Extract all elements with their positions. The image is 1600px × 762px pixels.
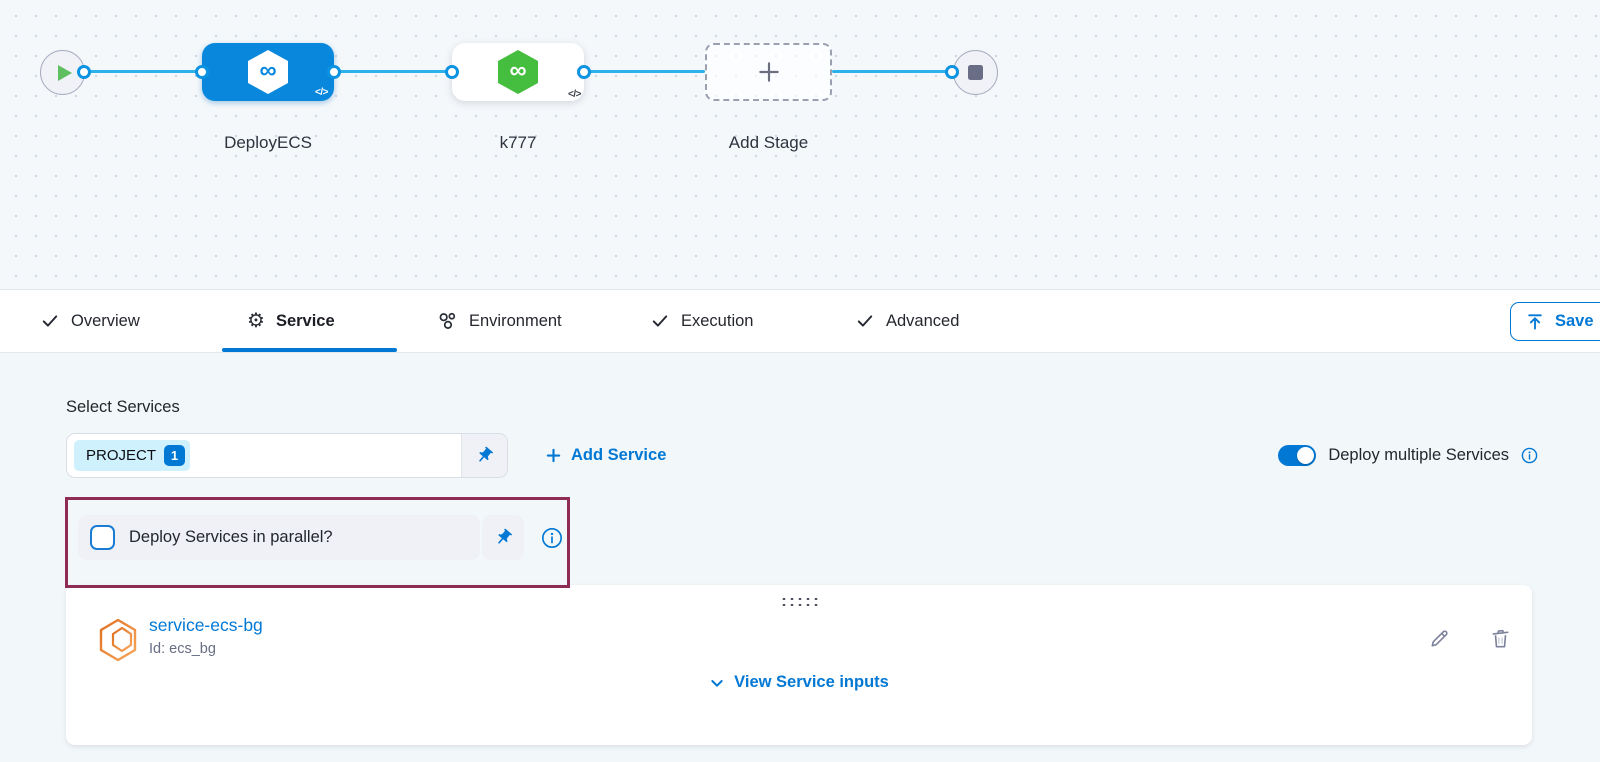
stage-node-deployecs[interactable]: ∞ </> — [202, 43, 334, 101]
connector-port — [945, 65, 959, 79]
connector-port — [445, 65, 459, 79]
active-tab-indicator — [222, 348, 397, 352]
stop-icon — [968, 65, 983, 80]
check-icon — [42, 315, 58, 327]
code-badge-icon: </> — [315, 87, 328, 98]
tab-service[interactable]: ⚙ Service — [247, 310, 335, 332]
save-button[interactable]: Save — [1510, 302, 1600, 341]
stage-label-deployecs: DeployECS — [224, 133, 312, 152]
add-service-button[interactable]: Add Service — [545, 433, 666, 478]
pipeline-end-node — [953, 50, 998, 95]
edge-stage1-stage2 — [334, 70, 452, 73]
deploy-multiple-group: Deploy multiple Services — [1278, 433, 1538, 478]
stage-label-addstage: Add Stage — [728, 133, 809, 152]
info-button[interactable] — [541, 527, 563, 549]
connector-port — [577, 65, 591, 79]
environment-icon — [439, 312, 456, 329]
check-icon — [857, 315, 873, 327]
deploy-parallel-label: Deploy Services in parallel? — [129, 528, 333, 546]
add-stage-button[interactable] — [705, 43, 832, 101]
tab-environment[interactable]: Environment — [437, 290, 562, 352]
stage-label-k777: k777 — [499, 133, 537, 152]
info-icon — [542, 527, 562, 548]
plus-icon — [758, 62, 779, 82]
select-services-input[interactable]: PROJECT 1 — [66, 433, 508, 478]
check-icon — [652, 315, 668, 327]
connector-port — [327, 65, 341, 79]
harness-deploy-icon: ∞ — [248, 50, 288, 94]
edge-start-stage1 — [84, 70, 202, 73]
connector-port — [77, 65, 91, 79]
connector-port — [195, 65, 209, 79]
view-service-inputs-button[interactable]: View Service inputs — [66, 673, 1532, 692]
deploy-multiple-toggle[interactable] — [1278, 445, 1317, 466]
pin-button[interactable] — [482, 515, 524, 560]
deploy-parallel-row: Deploy Services in parallel? — [78, 515, 563, 560]
project-scope-chip[interactable]: PROJECT 1 — [74, 440, 191, 471]
tab-execution[interactable]: Execution — [650, 290, 753, 352]
service-hexagon-icon — [99, 618, 137, 662]
upload-icon — [1528, 313, 1542, 330]
select-services-label: Select Services — [66, 398, 180, 416]
stage-node-k777[interactable]: ∞ </> — [452, 43, 584, 101]
pin-icon — [479, 446, 493, 462]
service-card: service-ecs-bg Id: ecs_bg View Service i… — [66, 585, 1532, 745]
service-tab-panel: Select Services PROJECT 1 Add Service De… — [0, 353, 1600, 762]
service-id-text: Id: ecs_bg — [149, 641, 216, 657]
chip-count-badge: 1 — [164, 445, 186, 466]
gear-icon: ⚙ — [247, 310, 265, 332]
drag-handle[interactable] — [780, 596, 818, 606]
code-badge-icon: </> — [568, 89, 581, 100]
trash-icon[interactable] — [1489, 627, 1512, 650]
edit-pencil-icon[interactable] — [1428, 627, 1451, 650]
harness-ci-icon: ∞ — [498, 50, 538, 94]
tab-advanced[interactable]: Advanced — [855, 290, 959, 352]
pin-icon — [497, 528, 512, 544]
edge-addstage-end — [832, 70, 952, 73]
deploy-multiple-label: Deploy multiple Services — [1328, 446, 1509, 464]
info-icon[interactable] — [1521, 447, 1538, 464]
edge-stage2-addstage — [584, 70, 705, 73]
play-icon — [57, 64, 72, 81]
stage-config-tabbar: Overview ⚙ Service Environment Execution… — [0, 290, 1600, 353]
deploy-parallel-checkbox[interactable] — [90, 525, 115, 550]
chevron-down-icon — [711, 679, 723, 687]
pipeline-canvas[interactable]: ∞ </> ∞ </> DeployECS k777 Add Stage — [0, 0, 1600, 290]
pin-button[interactable] — [461, 434, 507, 477]
service-name-link[interactable]: service-ecs-bg — [149, 615, 263, 635]
tab-overview[interactable]: Overview — [40, 290, 140, 352]
plus-icon — [546, 448, 561, 463]
